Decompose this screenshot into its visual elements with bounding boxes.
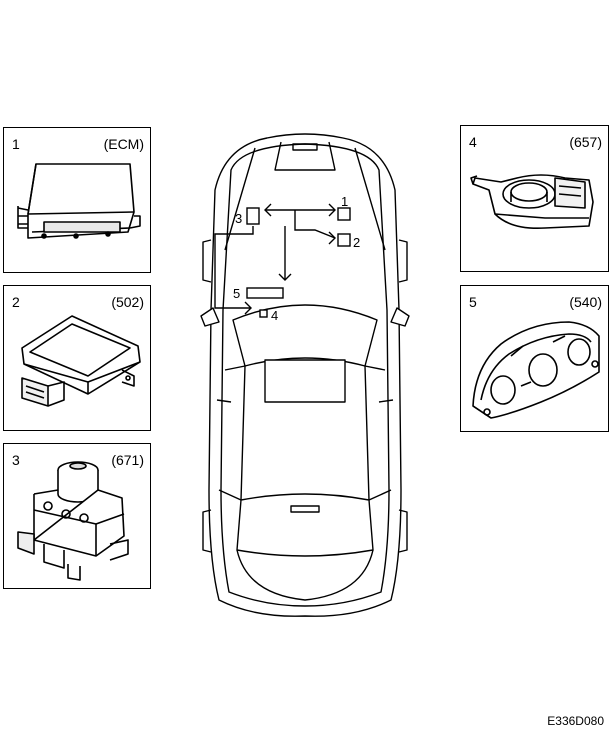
panel-number: 4 bbox=[469, 134, 477, 150]
panel-number: 5 bbox=[469, 294, 477, 310]
callout-box-2 bbox=[337, 233, 351, 247]
panel-code: (657) bbox=[569, 134, 602, 150]
car-top-view: 1 2 3 4 5 bbox=[200, 133, 410, 617]
ecm-module-icon bbox=[17, 163, 141, 239]
callout-boxes bbox=[246, 207, 351, 318]
callout-label-1: 1 bbox=[341, 194, 348, 209]
callout-label-4: 4 bbox=[271, 308, 278, 323]
callout-label-3: 3 bbox=[235, 211, 242, 226]
callout-label-5: 5 bbox=[233, 286, 240, 301]
car-callouts: 1 2 3 4 5 bbox=[233, 194, 360, 323]
callout-box-1 bbox=[337, 207, 351, 221]
abs-unit-icon bbox=[17, 461, 129, 581]
component-panel-ecm: 1 (ECM) bbox=[3, 127, 151, 273]
car-body-outline bbox=[200, 133, 410, 617]
panel-code: (671) bbox=[111, 452, 144, 468]
connection-arrows bbox=[214, 203, 336, 315]
component-panel-657: 4 (657) bbox=[460, 125, 609, 272]
callout-box-5 bbox=[246, 287, 284, 299]
callout-box-3 bbox=[246, 207, 260, 225]
panel-code: (540) bbox=[569, 294, 602, 310]
sensor-module-icon bbox=[21, 315, 141, 407]
component-panel-502: 2 (502) bbox=[3, 285, 151, 431]
figure-code: E336D080 bbox=[547, 714, 604, 728]
instrument-cluster-icon bbox=[472, 321, 600, 419]
panel-number: 3 bbox=[12, 452, 20, 468]
panel-code: (502) bbox=[111, 294, 144, 310]
panel-number: 2 bbox=[12, 294, 20, 310]
component-panel-540: 5 (540) bbox=[460, 285, 609, 432]
panel-code: (ECM) bbox=[103, 136, 144, 152]
component-panel-671: 3 (671) bbox=[3, 443, 151, 589]
callout-box-4 bbox=[259, 309, 268, 318]
callout-label-2: 2 bbox=[353, 235, 360, 250]
steering-sensor-icon bbox=[470, 174, 594, 230]
panel-number: 1 bbox=[12, 136, 20, 152]
